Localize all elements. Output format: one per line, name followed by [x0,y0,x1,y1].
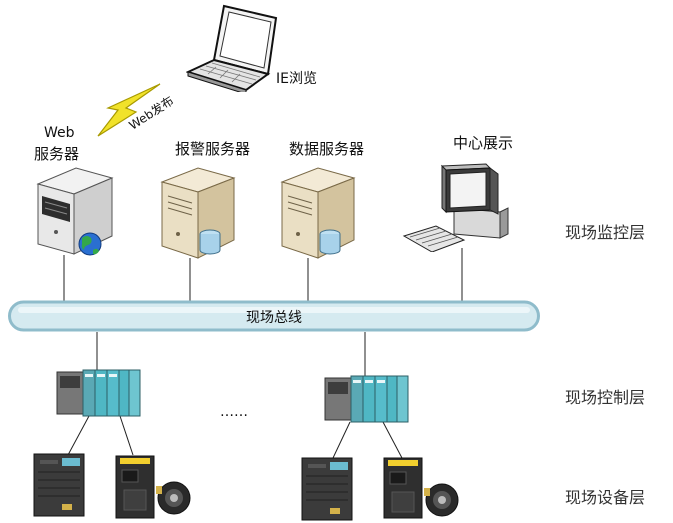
center-display-label: 中心展示 [453,134,514,152]
layer-label-monitor: 现场监控层 [565,223,646,242]
plc-left-icon [56,369,141,417]
servo-drive-right-icon [383,457,459,519]
web-server-label-line1: Web [44,125,75,141]
data-server-icon [280,167,356,259]
workstation-icon [402,163,509,252]
data-server-label: 数据服务器 [289,140,365,158]
alarm-server-label: 报警服务器 [175,140,251,158]
web-server-icon [36,167,114,256]
layer-label-control: 现场控制层 [565,388,646,407]
inverter-right-icon [301,457,353,521]
ellipsis: …… [220,404,248,420]
plc-right-icon [324,375,409,423]
inverter-left-icon [33,453,85,517]
servo-drive-left-icon [115,455,191,519]
lightning-icon [97,83,161,137]
laptop-icon [186,4,278,92]
bus-label: 现场总线 [246,310,302,326]
field-bus [8,300,540,332]
alarm-server-icon [160,167,236,259]
web-server-label-line2: 服务器 [34,145,80,163]
layer-label-device: 现场设备层 [565,488,646,507]
laptop-label: IE浏览 [276,71,317,87]
